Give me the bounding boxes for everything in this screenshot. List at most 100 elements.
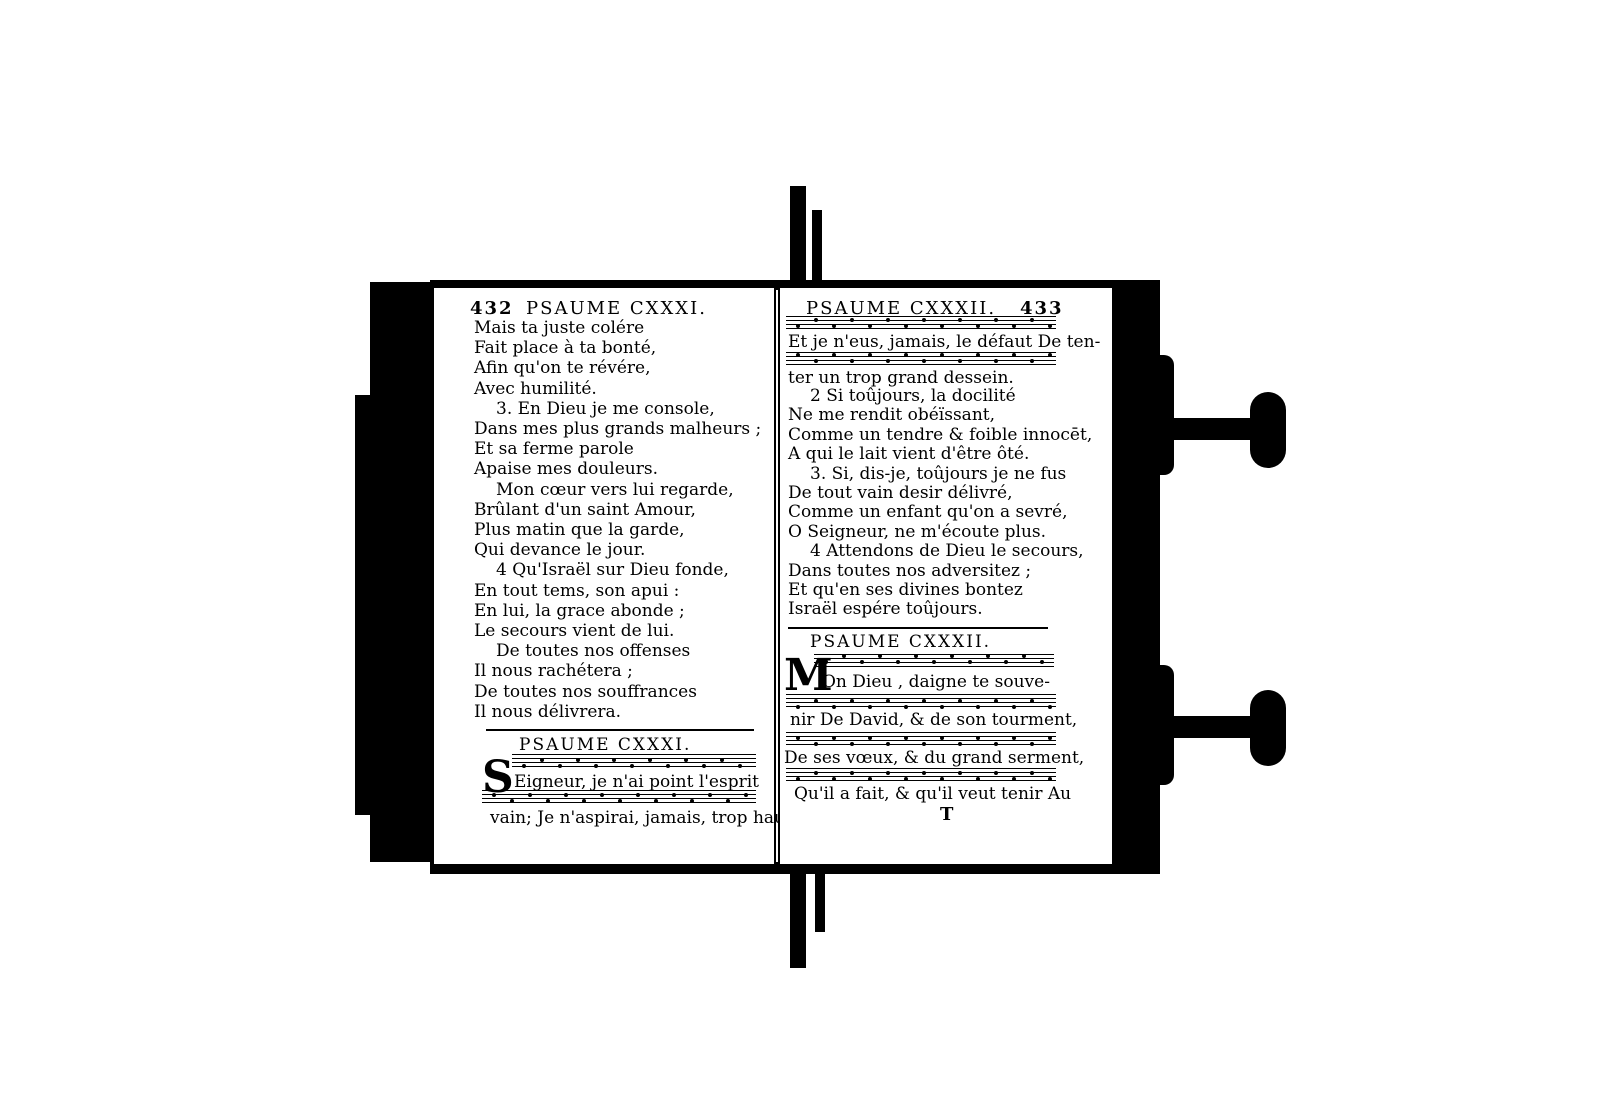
right-page-number: 433 [1020,298,1064,319]
left-new-psalm-title: PSAUME CXXXI. [519,735,692,755]
music-note [522,764,526,768]
music-note [940,353,944,357]
right-verse-line: A qui le lait vient d'être ôté. [788,444,1030,465]
music-note [904,736,908,740]
music-note [690,799,694,803]
left-verse-line: Qui devance le jour. [474,540,646,561]
left-page-header: 432 PSAUME CXXXI. [434,298,774,320]
music-note [832,705,836,709]
music-note [492,793,496,797]
music-note [824,660,828,664]
left-verse-line: En lui, la grace abonde ; [474,600,685,621]
music-note [1012,324,1016,328]
music-note [1012,777,1016,781]
music-note [896,660,900,664]
left-verse-line: En tout tems, son apui : [474,580,680,601]
music-note [850,359,854,363]
signature-mark: T [940,804,954,825]
right-music-staff-4 [786,768,1056,784]
music-note [922,699,926,703]
book-spine-top [790,186,806,286]
music-note [1048,736,1052,740]
right-verse-line: Israël espére toûjours. [788,599,983,620]
music-note [950,654,954,658]
right-music-lyric-2: nir De David, & de son tourment, [790,710,1078,730]
right-music-lyric-top-2: ter un trop grand dessein. [788,368,1014,388]
music-note [878,654,882,658]
music-note [1030,359,1034,363]
right-running-title: PSAUME CXXXII. [806,298,997,319]
music-note [832,353,836,357]
right-verse-line: Ne me rendit obéïssant, [788,405,995,426]
music-note [744,793,748,797]
music-note [1030,742,1034,746]
music-note [726,799,730,803]
music-note [796,705,800,709]
music-note [510,799,514,803]
music-note [994,742,998,746]
music-note [832,736,836,740]
music-note [814,699,818,703]
left-verse-line: Mais ta juste colére [474,318,645,338]
music-note [868,353,872,357]
music-note [796,353,800,357]
book-spine-top-strap [812,210,822,286]
music-note [958,742,962,746]
right-music-staff-3 [786,732,1056,748]
music-note [976,324,980,328]
music-note [958,699,962,703]
music-note [564,793,568,797]
music-note [886,699,890,703]
clasp-head-lower [1250,690,1286,766]
music-note [904,705,908,709]
right-verse-line: Dans toutes nos adversitez ; [788,560,1032,581]
music-note [886,359,890,363]
music-note [1004,660,1008,664]
music-note [986,654,990,658]
music-note [976,736,980,740]
music-note [914,654,918,658]
right-music-lyric-4: Qu'il a fait, & qu'il veut tenir Au [794,784,1072,804]
right-page-header: PSAUME CXXXII. 433 [780,298,1112,320]
left-running-title: PSAUME CXXXI. [526,298,707,319]
left-music-lyric-2: vain; Je n'aspirai, jamais, trop haut; [490,808,798,828]
right-verse-line: Et qu'en ses divines bontez [788,580,1023,600]
music-note [842,654,846,658]
music-note [648,758,652,762]
left-verse-line: Afin qu'on te révére, [474,358,651,379]
right-verse-line: 4 Attendons de Dieu le secours, [810,541,1084,562]
music-note [994,318,998,322]
left-verse-line: Mon cœur vers lui regarde, [496,479,734,500]
left-verse-line: 4 Qu'Israël sur Dieu fonde, [496,560,729,581]
left-verse-line: Apaise mes douleurs. [474,459,658,480]
music-note [528,793,532,797]
music-note [886,318,890,322]
music-note [868,736,872,740]
book-cover-left [370,282,434,862]
music-note [576,758,580,762]
clasp-bar-upper [1160,418,1255,440]
music-note [940,324,944,328]
right-divider [788,627,1048,629]
music-note [860,660,864,664]
music-note [1048,324,1052,328]
music-note [600,793,604,797]
music-note [994,699,998,703]
book-spine-bottom [790,868,806,968]
music-note [904,777,908,781]
music-note [922,359,926,363]
music-note [922,318,926,322]
music-note [850,742,854,746]
music-note [796,324,800,328]
music-note [1012,705,1016,709]
music-note [1048,705,1052,709]
right-verse-line: Comme un tendre & foible innocēt, [788,424,1093,445]
book-spine-bottom-strap [815,868,825,932]
left-verse-line: Dans mes plus grands malheurs ; [474,419,762,439]
music-note [1030,771,1034,775]
left-verse-line: Fait place à ta bonté, [474,338,657,359]
music-note [904,353,908,357]
left-verse-line: Plus matin que la garde, [474,520,685,540]
right-music-lyric-top-1: Et je n'eus, jamais, le défaut De ten- [788,332,1101,352]
